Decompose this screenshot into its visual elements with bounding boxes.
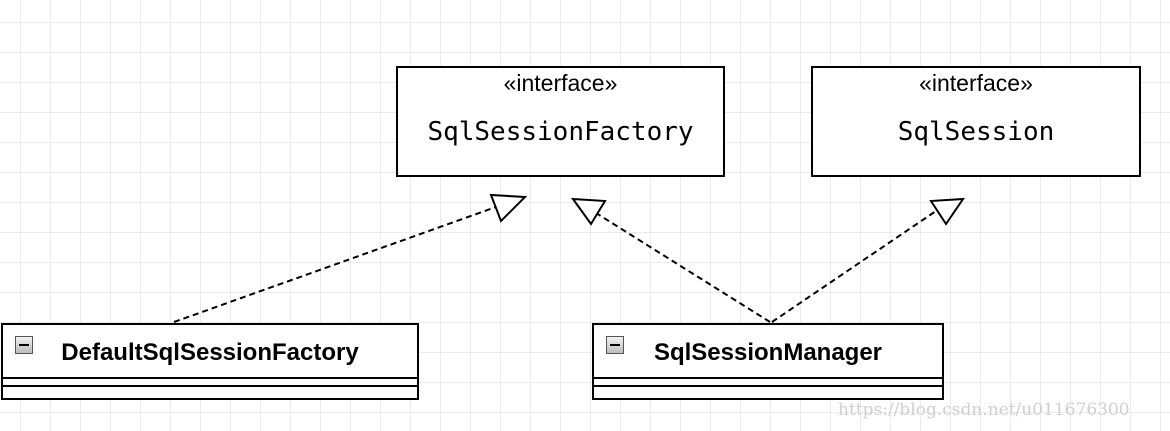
- class-name: SqlSessionManager: [653, 339, 883, 366]
- stereotype-label: «interface»: [919, 70, 1033, 96]
- class-header: DefaultSqlSessionFactory: [3, 325, 417, 377]
- realization-arrowhead: [570, 197, 607, 226]
- collapse-icon[interactable]: [15, 336, 33, 354]
- interface-sqlsessionfactory[interactable]: «interface» SqlSessionFactory: [396, 66, 725, 177]
- interface-name: SqlSession: [897, 117, 1055, 147]
- collapse-icon[interactable]: [606, 336, 624, 354]
- class-sqlsessionmanager[interactable]: SqlSessionManager: [592, 323, 944, 400]
- class-header: SqlSessionManager: [594, 325, 942, 377]
- attributes-compartment: [3, 377, 417, 385]
- class-defaultsqlsessionfactory[interactable]: DefaultSqlSessionFactory: [1, 323, 419, 400]
- interface-name: SqlSessionFactory: [427, 117, 694, 147]
- realization-manager-to-session: [771, 197, 965, 323]
- realization-default-factory-to-factory: [173, 193, 528, 323]
- interface-sqlsession[interactable]: «interface» SqlSession: [811, 66, 1141, 177]
- operations-compartment: [3, 385, 417, 391]
- realization-arrowhead: [929, 197, 965, 226]
- class-name: DefaultSqlSessionFactory: [61, 339, 359, 366]
- realization-manager-to-factory: [570, 197, 771, 323]
- operations-compartment: [594, 385, 942, 391]
- watermark: https://blog.csdn.net/u011676300: [838, 400, 1130, 420]
- attributes-compartment: [594, 377, 942, 385]
- realization-arrowhead: [489, 193, 528, 223]
- stereotype-label: «interface»: [503, 70, 618, 96]
